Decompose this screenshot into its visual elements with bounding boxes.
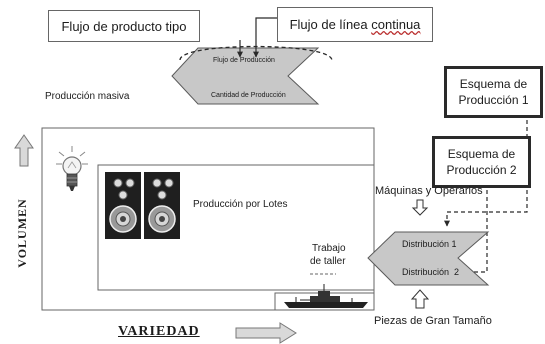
variedad-axis-label: VARIEDAD: [118, 324, 200, 339]
esquema-1-line1: Esquema de: [459, 77, 528, 91]
flow-shape-top: [171, 47, 320, 105]
esquema-2-line1: Esquema de: [447, 147, 516, 161]
esquema-2-line2: Producción 2: [446, 163, 517, 177]
flujo-producto-tipo-box: Flujo de producto tipo: [48, 10, 200, 42]
volumen-axis-label: VOLUMEN: [15, 198, 29, 268]
ship-icon: [284, 284, 368, 308]
speaker-icon: [105, 172, 180, 239]
esquema-produccion-1-box: Esquema de Producción 1: [444, 66, 543, 118]
maquinas-down-arrow: [411, 199, 429, 216]
connector-linea-continua: [253, 17, 280, 58]
distribucion-2-label: Distribución 2: [402, 267, 460, 277]
flujo-linea-continua-underlined: continua: [371, 17, 421, 32]
produccion-masiva-label: Producción masiva: [45, 91, 130, 102]
maquinas-y-operarios-label: Máquinas y Operarios: [375, 185, 483, 197]
esquema-1-line2: Producción 1: [458, 93, 529, 107]
flujo-producto-tipo-label: Flujo de producto tipo: [61, 18, 187, 34]
light-bulb-icon: [56, 146, 88, 191]
distribucion-1-label: Distribución 1: [402, 239, 457, 249]
flujo-de-produccion-label: Flujo de Producción: [213, 57, 275, 64]
cantidad-de-produccion-label: Cantidad de Producción: [211, 92, 286, 99]
variedad-arrow: [235, 322, 297, 344]
trabajo-taller-label-2: de taller: [310, 256, 346, 267]
produccion-por-lotes-label: Producción por Lotes: [193, 199, 288, 210]
trabajo-taller-label-1: Trabajo: [312, 243, 346, 254]
piezas-de-gran-tamano-label: Piezas de Gran Tamaño: [374, 315, 492, 327]
dashed-connector-esquema-2: [445, 183, 488, 275]
esquema-produccion-2-box: Esquema de Producción 2: [432, 136, 531, 188]
dashed-ellipse: [179, 45, 333, 61]
piezas-up-arrow: [410, 289, 430, 309]
volumen-arrow: [14, 134, 34, 167]
distribution-shape: [367, 231, 490, 286]
flujo-linea-continua-box: Flujo de línea continua: [277, 7, 433, 42]
flujo-linea-continua-prefix: Flujo de línea: [289, 17, 372, 32]
